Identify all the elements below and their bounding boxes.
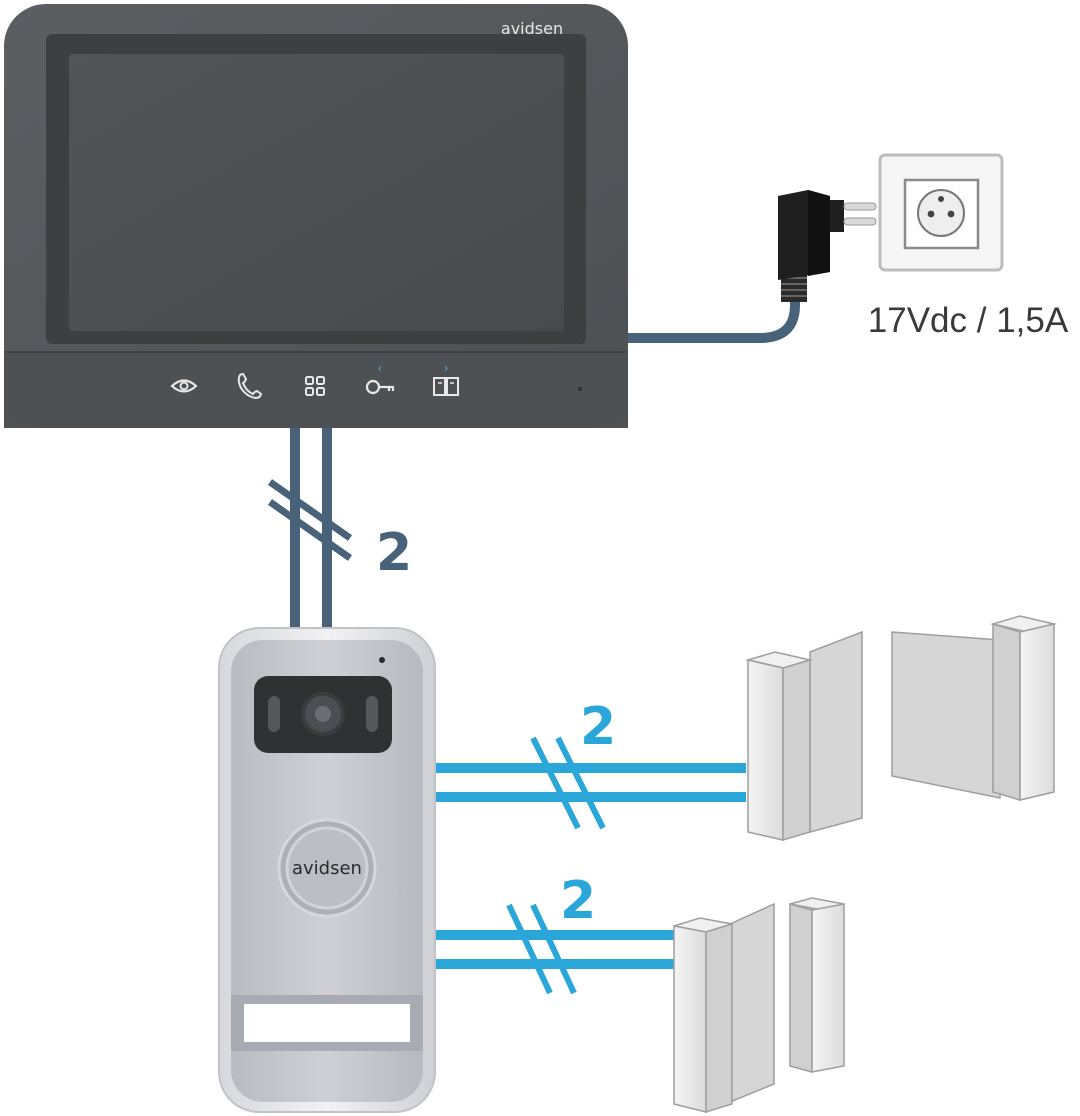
- door-strike: [673, 897, 845, 1114]
- outdoor-brand-logo: avidsen: [292, 858, 362, 879]
- name-plate-window[interactable]: [244, 1004, 410, 1042]
- power-cable: [628, 295, 800, 343]
- outdoor-microphone: [379, 657, 385, 663]
- phone-icon[interactable]: [237, 372, 263, 400]
- cable-outdoor-to-gate: [434, 736, 746, 830]
- cable-slash-2: [267, 479, 353, 541]
- door-leaf: [729, 902, 775, 1104]
- key-icon[interactable]: [365, 379, 395, 395]
- indoor-monitor: avidsen ‹ ›: [4, 4, 628, 428]
- door-post-right: [789, 903, 813, 1073]
- gate-post-left: [747, 659, 784, 841]
- eye-icon[interactable]: [170, 379, 198, 393]
- gate-leaf-right: [891, 631, 1001, 799]
- door-post-left: [673, 925, 707, 1113]
- monitor-brand-logo: avidsen: [501, 19, 563, 38]
- cable-slash-1: [506, 903, 553, 995]
- chevron-right-icon: ›: [444, 361, 448, 375]
- gate-post-right: [992, 622, 1021, 802]
- monitor-microphone: [578, 387, 582, 391]
- power-adapter: [778, 190, 877, 302]
- cable-slash-1: [530, 736, 581, 830]
- cable-slash-2: [530, 903, 577, 995]
- electric-gate: [745, 615, 1057, 842]
- power-spec-label: 17Vdc / 1,5A: [868, 301, 1069, 340]
- cable-slash-1: [267, 499, 353, 561]
- wall-socket: [878, 153, 1004, 272]
- book-icon[interactable]: [433, 377, 459, 396]
- outdoor-unit: avidsen: [218, 627, 436, 1113]
- call-button[interactable]: avidsen: [277, 818, 377, 918]
- cable-monitor-to-outdoor: [267, 428, 353, 628]
- ir-led-left: [268, 696, 280, 732]
- cable-outdoor-to-door: [434, 903, 674, 995]
- monitor-screen: [69, 54, 564, 331]
- gate-leaf-left: [809, 630, 863, 833]
- cable-count-label-monitor: 2: [376, 523, 412, 583]
- ir-led-right: [366, 696, 378, 732]
- cable-count-label-gate: 2: [580, 697, 616, 757]
- camera-lens-inner: [315, 706, 331, 722]
- cable-slash-2: [555, 736, 606, 830]
- menu-grid-icon[interactable]: [305, 376, 325, 396]
- chevron-left-icon: ‹: [378, 361, 382, 375]
- cable-count-label-door: 2: [560, 871, 596, 931]
